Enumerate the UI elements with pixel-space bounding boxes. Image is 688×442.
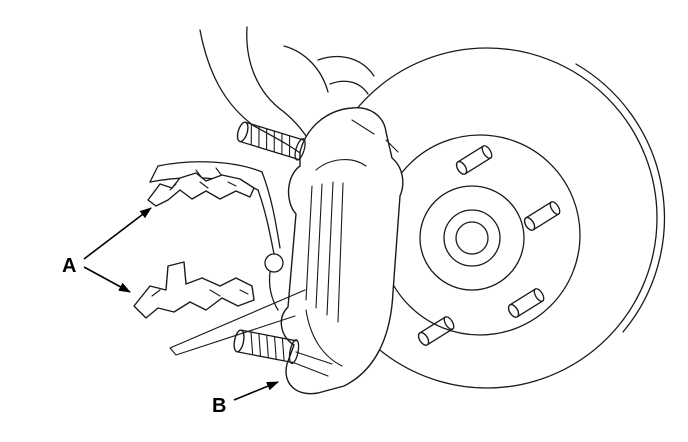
position-wedge-lines	[169, 289, 306, 356]
wheel-stud	[455, 145, 493, 175]
pin-threads	[250, 331, 285, 362]
wheel-stud	[523, 201, 561, 231]
knuckle-arc	[317, 55, 375, 77]
bracket-inner-contour	[305, 185, 313, 301]
hub-ring	[443, 209, 501, 267]
retainer-outline	[133, 261, 255, 319]
knuckle-lower	[261, 171, 281, 249]
leader-arrow-a-lower	[83, 266, 131, 293]
pad-edge-line	[326, 181, 334, 316]
retainer-detail	[151, 289, 249, 297]
hub-center-hole	[455, 221, 489, 255]
hub-face	[419, 185, 525, 291]
callout-a: A	[62, 207, 152, 293]
knuckle-lower	[257, 189, 275, 255]
knuckle-arc	[283, 45, 329, 93]
bracket-bottom-detail	[291, 351, 333, 377]
pad-retainer-lower	[133, 261, 255, 319]
wheel-stud	[417, 316, 455, 346]
label-b: B	[212, 395, 226, 417]
knuckle-outline	[199, 29, 255, 127]
retainer-outline	[147, 172, 255, 207]
bracket-inner-contour	[315, 159, 367, 171]
pin-base	[294, 138, 306, 161]
upper-guide-pin	[236, 121, 306, 161]
pad-edge-line	[315, 183, 323, 309]
pin-body	[236, 329, 297, 364]
wheel-hub	[419, 185, 525, 291]
retainer-detail	[169, 181, 237, 191]
knuckle-arm-end	[149, 165, 159, 183]
pin-threads	[250, 123, 291, 158]
leader-arrow-a-upper	[83, 207, 152, 260]
leader-arrow-b	[233, 381, 279, 401]
knuckle-lower	[268, 271, 279, 311]
knuckle-arc	[329, 80, 369, 95]
pin-end	[236, 121, 249, 143]
pad-retainer-upper	[147, 172, 255, 207]
knuckle-outline	[246, 26, 285, 113]
wheel-studs	[353, 145, 561, 346]
wheel-stud	[507, 288, 545, 318]
caliper-bracket	[280, 107, 404, 395]
bracket-inner-contour	[305, 309, 343, 367]
rotor-edge-through-window	[337, 182, 344, 323]
label-a: A	[62, 255, 76, 277]
bracket-top-detail	[351, 119, 399, 153]
wedge-line	[169, 289, 306, 356]
bracket-outline	[280, 107, 404, 395]
pin-base	[288, 339, 300, 365]
bushing-eye	[264, 253, 284, 273]
rotor-rim-thickness	[575, 63, 666, 333]
callout-b: B	[212, 381, 279, 417]
pin-body	[239, 121, 304, 160]
knuckle-arm	[157, 161, 263, 173]
